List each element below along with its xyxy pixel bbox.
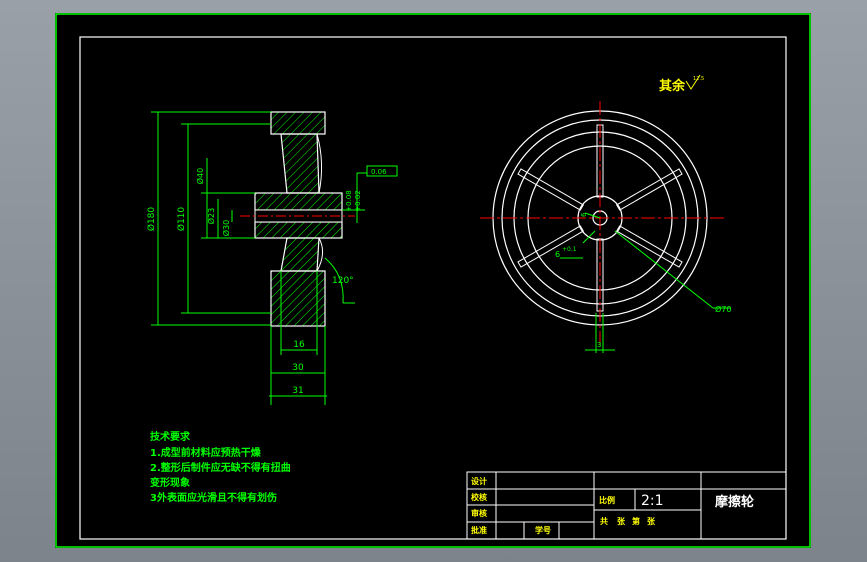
dim-circle-diameter-70: Ø70 [715, 304, 731, 314]
technical-requirements: 技术要求 1.成型前材料应预热干燥 2.整形后制件应无缺不得有扭曲 变形现象 3… [150, 430, 291, 504]
roughness-note: 其余 12.5 [659, 74, 704, 94]
front-dimensions [560, 212, 731, 353]
dim-width-16: 16 [293, 340, 305, 350]
dim-keyway-tolerance: +0.1 [562, 246, 577, 253]
dia70-leader [614, 230, 714, 309]
dim-width-31: 31 [292, 386, 303, 396]
drawing-frame [79, 36, 787, 540]
tech-req-heading: 技术要求 [150, 430, 191, 443]
dim-tolerance-upper: +0.08 [345, 190, 353, 211]
dim-width-30: 30 [292, 363, 304, 373]
sheet-current-suffix: 张 [647, 517, 656, 526]
section-rim-bottom [270, 270, 326, 327]
role-check: 校核 [471, 492, 487, 502]
dim-tolerance-lower: +0.02 [354, 190, 362, 211]
section-hub-top [254, 192, 343, 211]
drawing-sheet: Ø180 Ø110 Ø40 Ø23 Ø30 +0.08 +0.02 0.06 1… [55, 13, 811, 548]
section-view [240, 111, 355, 327]
dim-hub-diameter: Ø30 [221, 220, 231, 236]
sheet-current-prefix: 第 [632, 516, 640, 526]
roughness-note-text: 其余 [659, 78, 686, 94]
tech-req-item-1: 1.成型前材料应预热干燥 [150, 446, 262, 459]
section-dimensions [151, 111, 398, 405]
rim-groove-arc [316, 133, 323, 194]
sign-label: 学号 [535, 525, 551, 535]
tech-req-item-2: 2.整形后制件应无缺不得有扭曲 [150, 461, 291, 474]
sheet-total-prefix: 共 [600, 516, 608, 526]
dim-outer-diameter: Ø180 [146, 207, 157, 232]
sheet-total-suffix: 张 [617, 517, 626, 526]
role-design: 设计 [471, 476, 487, 486]
roughness-value: 12.5 [693, 76, 704, 82]
title-block [466, 471, 787, 540]
roughness-symbol-icon [685, 74, 701, 90]
dim-diameter-110: Ø110 [176, 207, 187, 232]
front-view [480, 101, 725, 348]
dim-spoke-width: 6 [580, 212, 588, 217]
engineering-drawing[interactable]: Ø180 Ø110 Ø40 Ø23 Ø30 +0.08 +0.02 0.06 1… [55, 13, 811, 548]
section-web-top [280, 133, 320, 194]
tech-req-item-3: 变形现象 [150, 476, 190, 489]
title-block-text: 设计 校核 审核 批准 学号 比例 2:1 共 张 第 张 摩擦轮 [471, 476, 754, 535]
dim-spoke-3: 3 [597, 341, 601, 349]
tech-req-item-4: 3外表面应光滑且不得有划伤 [150, 491, 277, 504]
section-dimension-text: Ø180 Ø110 Ø40 Ø23 Ø30 +0.08 +0.02 0.06 1… [146, 168, 387, 396]
section-rim-top [270, 111, 326, 135]
rim-groove-arc-bottom [316, 237, 323, 272]
dim-bore-diameter: Ø23 [206, 208, 216, 224]
role-approve: 批准 [471, 525, 487, 535]
scale-label: 比例 [599, 495, 615, 505]
section-web-bottom [280, 237, 320, 272]
dim-diameter-40: Ø40 [195, 168, 205, 184]
front-dimension-text: Ø70 6 +0.1 6 3 [555, 212, 731, 349]
part-name: 摩擦轮 [715, 494, 754, 510]
scale-value: 2:1 [641, 493, 664, 509]
role-review: 审核 [471, 508, 487, 518]
section-hub-bottom [254, 221, 343, 239]
sheet-border [55, 13, 811, 548]
dim-angle: 120° [332, 276, 354, 286]
dim-keyway: 6 [555, 250, 560, 259]
dim-tolerance-frame: 0.06 [371, 168, 387, 176]
